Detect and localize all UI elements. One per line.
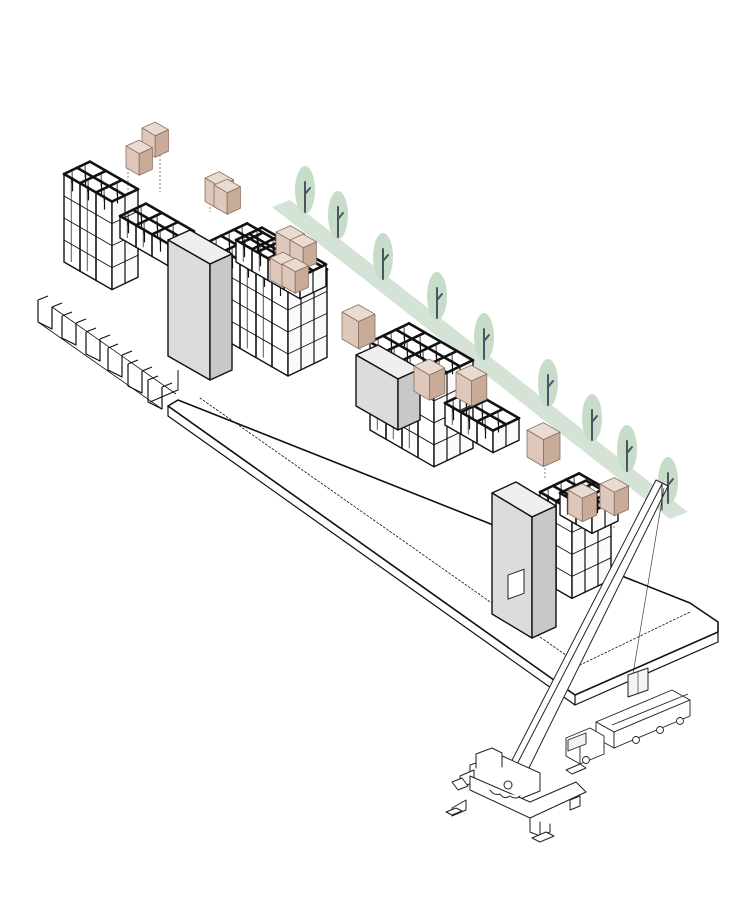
tree-icon: [373, 233, 393, 281]
tree-trunk: [547, 374, 554, 406]
module-front: [428, 367, 446, 401]
module-e1: [526, 422, 561, 468]
roof-frame: [222, 231, 265, 253]
module-f1: [567, 483, 597, 523]
landscape-buffer-strip: [272, 200, 688, 519]
core-2: [355, 344, 421, 431]
tree-trunk: [483, 328, 490, 360]
tree-icon: [295, 166, 315, 214]
foundation-frames: [37, 295, 179, 410]
module-front: [294, 265, 309, 294]
core-1: [167, 229, 233, 381]
roof-frame: [407, 322, 475, 362]
roof-frame: [394, 328, 462, 368]
tree-trunk: [436, 287, 443, 319]
module-top-lower: [125, 139, 153, 176]
module-front: [358, 313, 376, 350]
tree-icon: [538, 359, 558, 407]
module-d1: [413, 358, 446, 401]
tree-trunk: [667, 472, 674, 504]
roof-frame: [400, 340, 443, 362]
module-a2: [213, 178, 241, 215]
tree-icon: [582, 394, 602, 442]
tree-row: [295, 166, 678, 505]
mobile-crane-icon: [445, 479, 669, 843]
tree-trunk: [626, 440, 633, 472]
tree-icon: [427, 272, 447, 320]
prefab-modules: [125, 121, 629, 523]
tree-trunk: [337, 206, 344, 238]
roof-frame: [368, 322, 411, 344]
module-front: [470, 373, 488, 407]
module-b4: [281, 257, 309, 294]
roof-frame: [384, 331, 427, 353]
module-f2: [599, 477, 629, 517]
tree-trunk: [382, 248, 389, 280]
tree-icon: [328, 191, 348, 239]
tree-icon: [617, 425, 637, 473]
roof-frame: [144, 202, 196, 233]
module-front: [543, 431, 561, 468]
module-front: [613, 485, 629, 517]
roof-frame: [206, 222, 249, 244]
tree-trunk: [304, 181, 311, 213]
module-c1: [341, 304, 376, 350]
core-3: [491, 481, 557, 639]
module-front: [154, 129, 169, 158]
block-west: [62, 160, 140, 291]
delivery-truck-icon: [565, 689, 691, 765]
circulation-cores: [167, 229, 557, 639]
module-front: [302, 241, 317, 270]
tree-icon: [474, 313, 494, 361]
roof-frame: [538, 472, 581, 494]
module-front: [226, 186, 241, 215]
tree-trunk: [591, 409, 598, 441]
module-front: [138, 147, 153, 176]
module-front: [581, 491, 597, 523]
roof-frame: [88, 160, 140, 191]
module-d2: [455, 364, 488, 407]
